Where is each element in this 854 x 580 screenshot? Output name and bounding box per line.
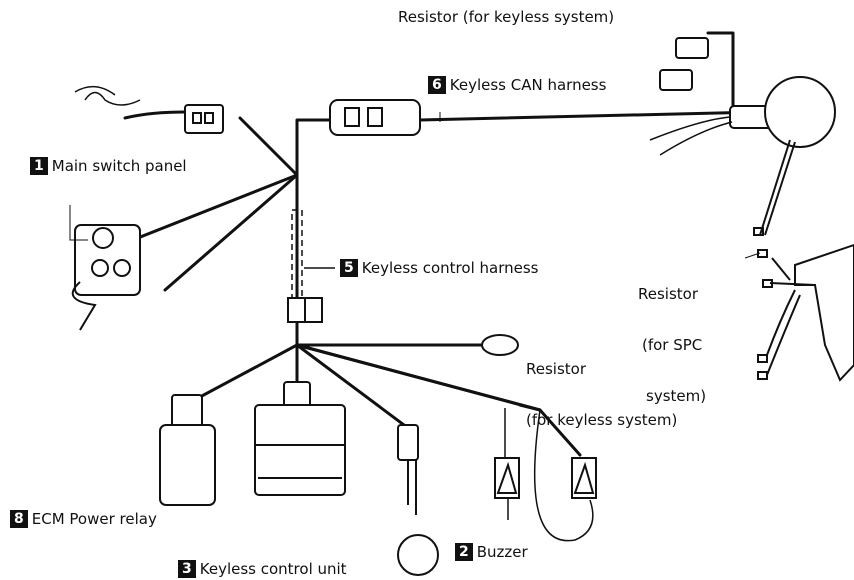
- resistor-label-spc-line3: system): [646, 387, 707, 405]
- keyless-resistor-connector-top: [675, 37, 709, 59]
- resistor-label-middle: Resistor (for keyless system): [526, 327, 677, 446]
- main-switch-panel-body: [74, 224, 141, 296]
- resistor-label-spc-line2: (for SPC: [642, 336, 703, 354]
- resistor-label-middle-line2: (for keyless system): [526, 411, 678, 429]
- keyless-resistor-middle: [481, 334, 519, 356]
- buzzer: [397, 534, 439, 576]
- resistor-label-top: Resistor (for keyless system): [398, 8, 615, 26]
- can-harness-wire: [295, 118, 332, 177]
- resistor-label-middle-line1: Resistor: [526, 360, 586, 378]
- resistor-label-spc: Resistor (for SPC system): [638, 252, 706, 422]
- ecm-power-relay: [159, 424, 216, 506]
- keyless-control-unit: [254, 404, 346, 496]
- resistor-label-spc-line1: Resistor: [638, 285, 698, 303]
- outboard-engine: [794, 243, 854, 382]
